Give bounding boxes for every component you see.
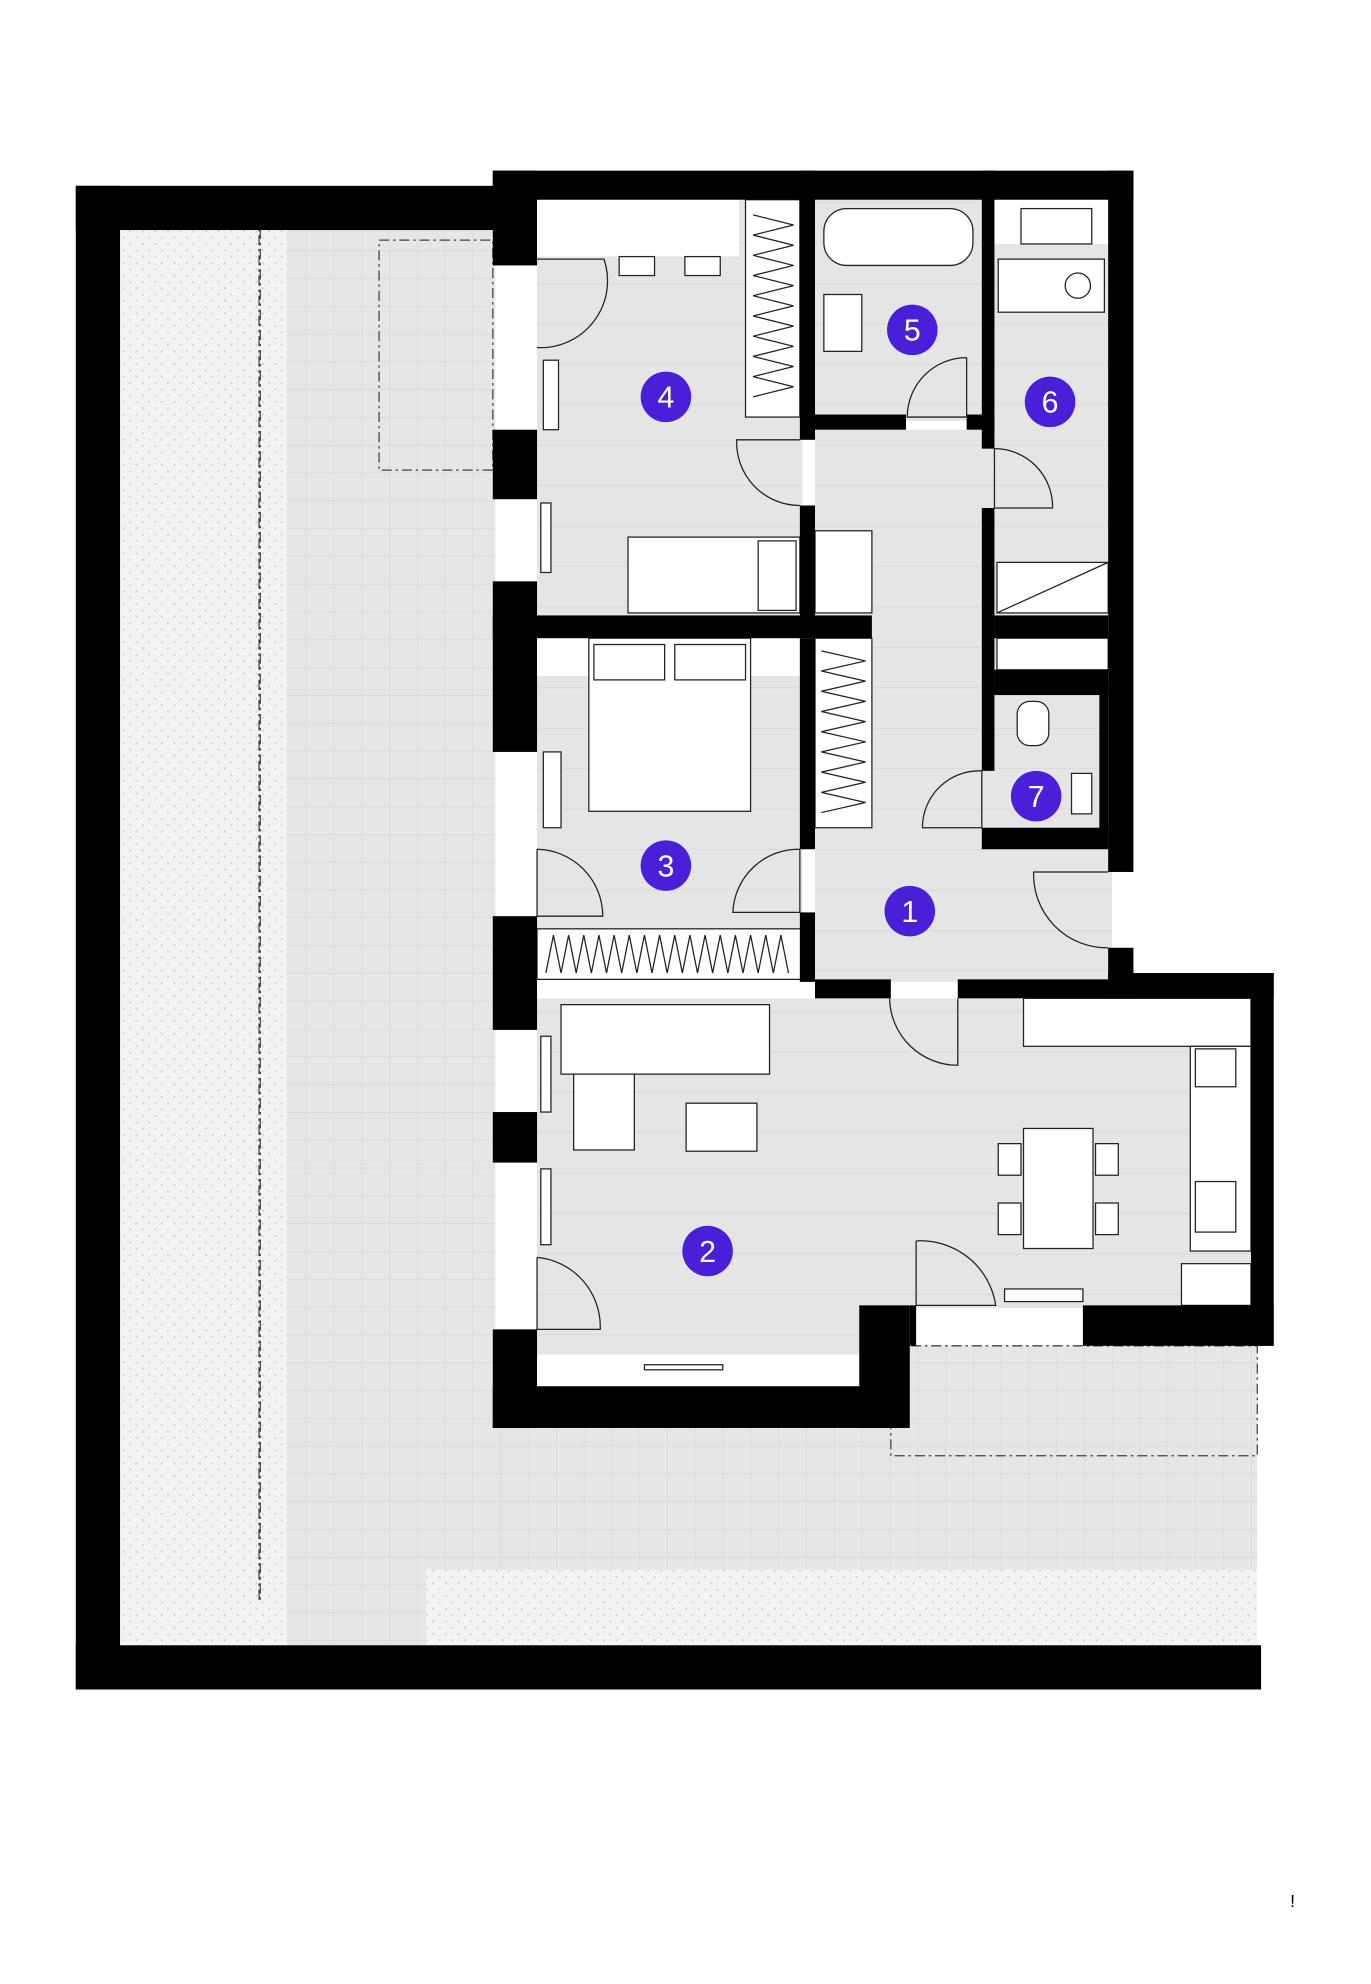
- room-label: 6: [1042, 387, 1059, 420]
- room-label: 2: [699, 1236, 716, 1269]
- walls: [492, 170, 1274, 1428]
- furniture: [536, 199, 1252, 1387]
- room-marker-4[interactable]: 4: [640, 371, 692, 423]
- room-label: 5: [904, 315, 921, 348]
- room-label: 4: [657, 382, 674, 415]
- room-label: 3: [657, 850, 674, 883]
- room-marker-3[interactable]: 3: [640, 840, 692, 891]
- room-marker-6[interactable]: 6: [1024, 376, 1076, 428]
- room-label: 1: [901, 896, 918, 929]
- room-label: 7: [1028, 781, 1045, 814]
- room-marker-5[interactable]: 5: [887, 304, 938, 356]
- room-marker-2[interactable]: 2: [682, 1225, 733, 1277]
- corner-mark: !: [1290, 1891, 1295, 1911]
- room-marker-1[interactable]: 1: [884, 885, 936, 937]
- room-marker-7[interactable]: 7: [1010, 770, 1062, 822]
- terrace: [75, 185, 1262, 1690]
